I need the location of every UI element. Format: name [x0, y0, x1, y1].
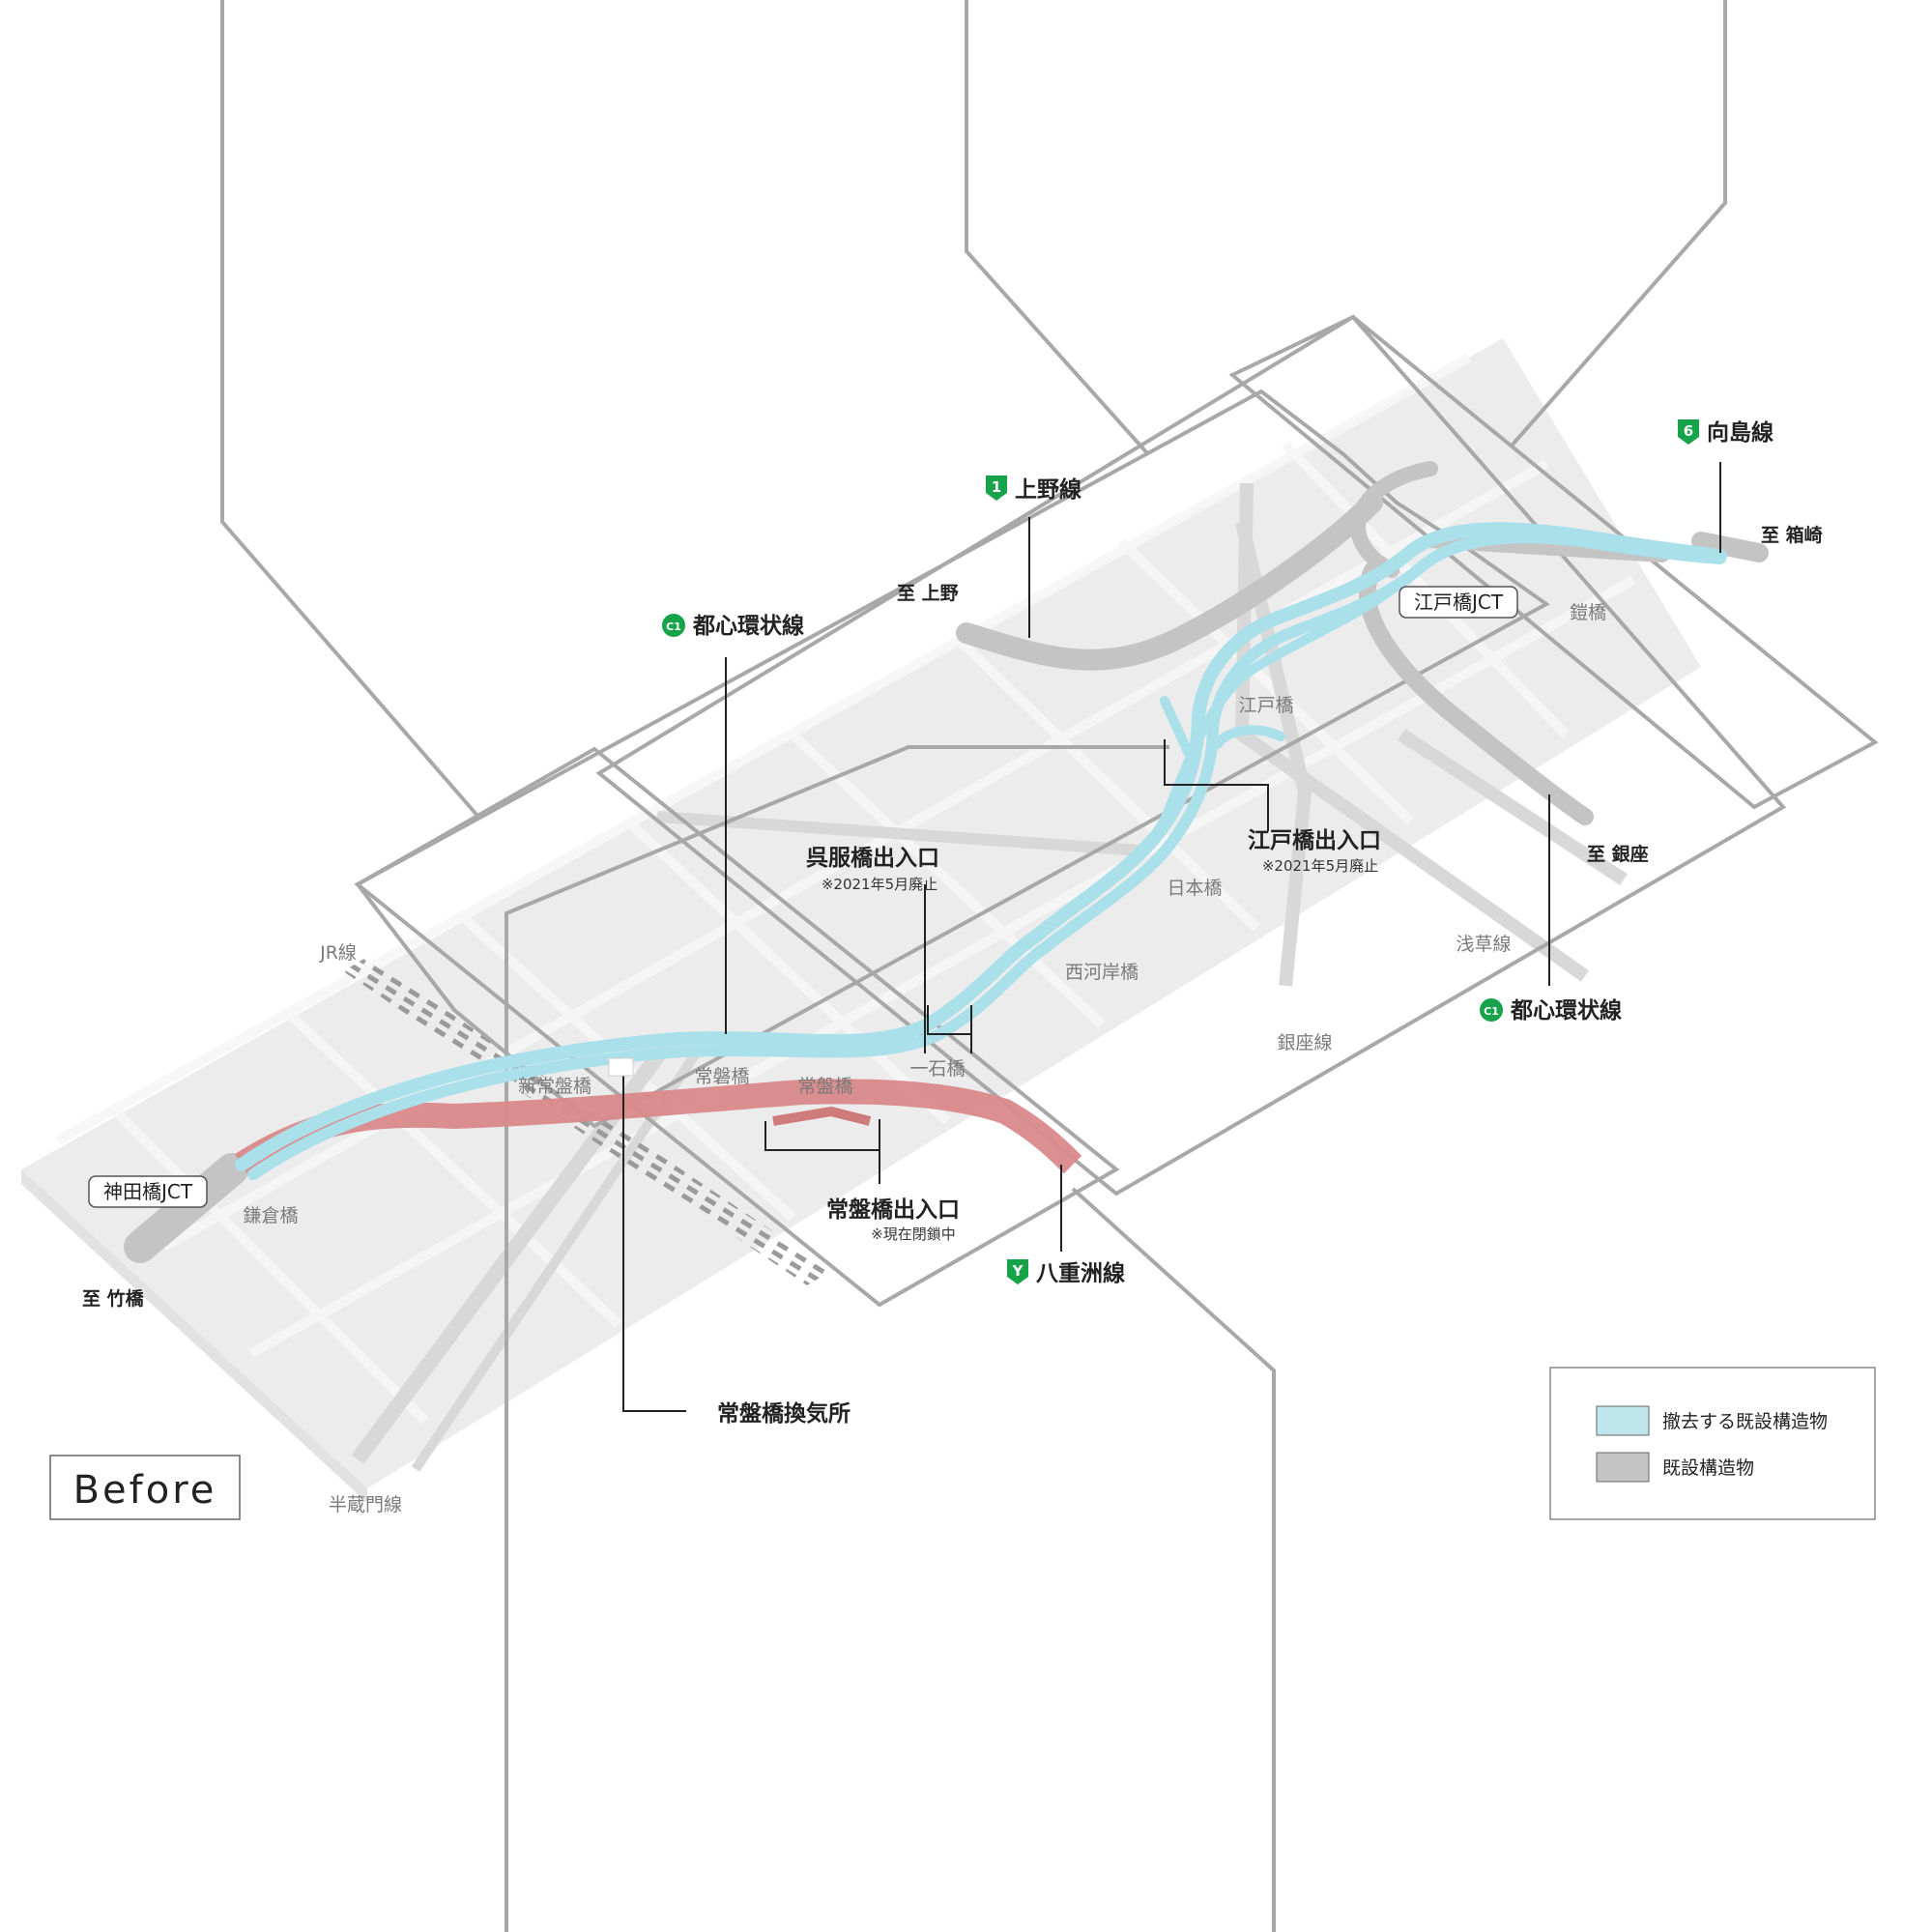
legend-item-removed: 撤去する既設構造物 — [1596, 1405, 1828, 1436]
edobashi-jct-label: 江戸橋JCT — [1399, 586, 1518, 619]
mukojima-route-badge — [1678, 419, 1699, 445]
yaesu-badge-letter: Y — [1012, 1262, 1024, 1280]
place-edobashi: 江戸橋 — [1238, 695, 1293, 716]
legend-swatch-existing — [1596, 1452, 1650, 1483]
place-ginza-line: 銀座線 — [1277, 1032, 1332, 1053]
ground-base — [21, 338, 1701, 1503]
removed-structures — [235, 522, 1727, 1180]
edobashi-ramp-note: ※2021年5月廃止 — [1262, 857, 1378, 875]
mukojima-route-name: 向島線 — [1707, 419, 1773, 446]
mukojima-badge-number: 6 — [1684, 422, 1693, 440]
place-tokiwabashi-a: 常磐橋 — [694, 1066, 749, 1087]
yaesu-route-name: 八重洲線 — [1036, 1260, 1125, 1286]
ueno-badge-number: 1 — [992, 478, 1001, 496]
place-shin-tokiwabashi: 新常盤橋 — [518, 1076, 591, 1097]
route-yaesu: Y 八重洲線 — [1007, 1259, 1125, 1286]
ventilation-station-label: 常盤橋換気所 — [717, 1400, 851, 1427]
ueno-route-badge — [986, 476, 1007, 501]
place-nishikashibashi: 西河岸橋 — [1065, 962, 1139, 983]
to-takebashi-label: 至 竹橋 — [82, 1287, 145, 1310]
route-mukojima: 6 向島線 — [1678, 419, 1773, 446]
legend: 撤去する既設構造物 既設構造物 — [1549, 1367, 1876, 1520]
ventilation-building — [608, 1057, 634, 1077]
gofukubashi-ramp-note: ※2021年5月廃止 — [822, 876, 937, 893]
legend-item-existing: 既設構造物 — [1596, 1452, 1754, 1483]
route-c1-top: C1 都心環状線 — [662, 613, 804, 639]
c1-top-badge — [662, 614, 685, 637]
tokiwabashi-ramp-note: ※現在閉鎖中 — [871, 1226, 956, 1243]
to-ginza-label: 至 銀座 — [1587, 843, 1649, 865]
before-label: Before — [49, 1455, 241, 1520]
c1-top-badge-text: C1 — [666, 620, 681, 633]
svg-text:Before: Before — [73, 1468, 217, 1513]
place-ichikokubashi: 一石橋 — [909, 1058, 965, 1080]
legend-swatch-removed — [1596, 1405, 1650, 1436]
tokiwabashi-ramp-name: 常盤橋出入口 — [826, 1197, 960, 1223]
route-c1-right: C1 都心環状線 — [1480, 997, 1622, 1024]
svg-text:神田橋JCT: 神田橋JCT — [103, 1180, 193, 1203]
c1-right-badge — [1480, 998, 1503, 1022]
place-yoroibashi: 鎧橋 — [1570, 602, 1606, 623]
yaesu-route-badge — [1007, 1259, 1028, 1284]
kandabashi-jct-label: 神田橋JCT — [88, 1175, 208, 1208]
c1-right-route-name: 都心環状線 — [1510, 997, 1622, 1024]
ueno-route-name: 上野線 — [1015, 476, 1081, 503]
c1-right-badge-text: C1 — [1484, 1005, 1499, 1018]
annotation-lines — [622, 462, 1721, 1412]
place-nihonbashi: 日本橋 — [1167, 878, 1222, 899]
legend-label-removed: 撤去する既設構造物 — [1662, 1411, 1828, 1432]
svg-text:江戸橋JCT: 江戸橋JCT — [1414, 591, 1504, 614]
place-tokiwabashi-b: 常盤橋 — [797, 1076, 852, 1097]
to-hakozaki-label: 至 箱崎 — [1761, 524, 1823, 546]
to-ueno-label: 至 上野 — [897, 583, 959, 604]
place-jr-line: JR線 — [319, 942, 357, 964]
place-asakusa-line: 浅草線 — [1456, 934, 1511, 955]
gofukubashi-ramp-name: 呉服橋出入口 — [806, 846, 939, 871]
place-hanzomon-line: 半蔵門線 — [329, 1494, 402, 1515]
legend-label-existing: 既設構造物 — [1662, 1457, 1754, 1479]
edobashi-ramp-name: 江戸橋出入口 — [1248, 828, 1381, 853]
place-kamakurabashi: 鎌倉橋 — [243, 1205, 298, 1226]
leader-lines — [220, 0, 1727, 1932]
c1-top-route-name: 都心環状線 — [692, 613, 804, 639]
route-ueno: 1 上野線 — [986, 476, 1081, 503]
